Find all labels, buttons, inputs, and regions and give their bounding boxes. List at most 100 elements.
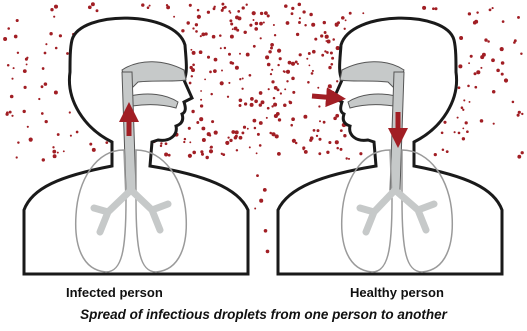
droplet: [521, 151, 524, 154]
droplet: [318, 152, 321, 155]
droplet: [191, 75, 193, 77]
droplet: [263, 21, 265, 23]
droplet: [311, 72, 314, 75]
droplet: [88, 5, 92, 9]
droplet: [249, 24, 252, 27]
droplet: [326, 151, 329, 154]
droplet: [325, 35, 329, 39]
droplet: [259, 144, 262, 147]
droplet: [246, 53, 250, 57]
droplet: [323, 121, 326, 124]
droplet: [199, 117, 203, 121]
droplet: [468, 62, 470, 64]
droplet: [239, 136, 243, 140]
droplet: [470, 55, 473, 58]
droplet: [336, 46, 340, 50]
droplet: [260, 37, 262, 39]
droplet: [26, 57, 28, 59]
droplet: [359, 152, 362, 155]
droplet: [207, 132, 211, 136]
droplet: [42, 158, 45, 161]
droplet: [291, 77, 295, 81]
droplet: [291, 7, 294, 10]
droplet: [458, 132, 461, 135]
droplet: [236, 149, 238, 151]
droplet: [184, 138, 186, 140]
droplet: [349, 12, 352, 15]
droplet: [306, 58, 308, 60]
droplet: [288, 61, 292, 65]
droplet: [10, 95, 14, 99]
droplet: [462, 137, 465, 140]
droplet: [244, 102, 247, 105]
droplet: [256, 174, 259, 177]
droplet: [189, 4, 192, 7]
droplet: [259, 199, 263, 203]
droplet: [242, 78, 244, 80]
droplet: [63, 150, 65, 152]
droplet: [249, 74, 252, 77]
droplet: [141, 3, 144, 6]
droplet: [257, 133, 260, 136]
droplet: [328, 141, 331, 144]
droplet: [517, 114, 520, 117]
droplet: [480, 55, 484, 59]
droplet: [502, 20, 505, 23]
droplet: [160, 145, 162, 147]
droplet: [253, 119, 257, 123]
droplet: [254, 99, 258, 103]
droplet: [330, 51, 333, 54]
droplet: [230, 22, 233, 25]
droplet: [188, 127, 191, 130]
droplet: [264, 11, 268, 15]
healthy-person-outline: [278, 18, 502, 274]
droplet: [197, 9, 200, 12]
droplet: [195, 23, 198, 26]
droplet: [241, 88, 243, 90]
droplet: [41, 85, 44, 88]
droplet: [274, 34, 276, 36]
droplet: [232, 28, 234, 30]
droplet: [303, 115, 307, 119]
droplet: [335, 140, 339, 144]
droplet: [188, 154, 192, 158]
droplet: [253, 19, 255, 21]
droplet: [255, 22, 258, 25]
droplet: [336, 80, 338, 82]
droplet: [267, 107, 270, 110]
droplet: [26, 63, 28, 65]
droplet: [17, 52, 19, 54]
droplet: [504, 78, 508, 82]
droplet: [340, 129, 343, 132]
droplet: [284, 4, 288, 8]
droplet: [57, 152, 59, 154]
droplet: [491, 58, 495, 62]
droplet: [231, 62, 234, 65]
droplet: [324, 31, 327, 34]
droplet: [231, 130, 235, 134]
droplet: [243, 31, 246, 34]
droplet: [229, 12, 231, 14]
droplet: [227, 96, 229, 98]
droplet: [191, 68, 195, 72]
droplet: [96, 9, 99, 12]
droplet: [465, 121, 468, 124]
droplet: [318, 138, 321, 141]
droplet: [280, 92, 282, 94]
droplet: [304, 150, 308, 154]
droplet: [289, 101, 292, 104]
droplet: [207, 11, 210, 14]
droplet: [235, 130, 239, 134]
droplet: [189, 82, 192, 85]
droplet: [239, 104, 242, 107]
droplet: [242, 6, 245, 9]
droplet: [277, 49, 281, 53]
droplet: [229, 19, 232, 22]
figure-caption: Spread of infectious droplets from one p…: [0, 307, 527, 322]
droplet: [192, 151, 196, 155]
droplet: [24, 86, 27, 89]
droplet: [467, 85, 470, 88]
droplet: [316, 135, 318, 137]
droplet: [259, 121, 263, 125]
droplet: [220, 81, 224, 85]
